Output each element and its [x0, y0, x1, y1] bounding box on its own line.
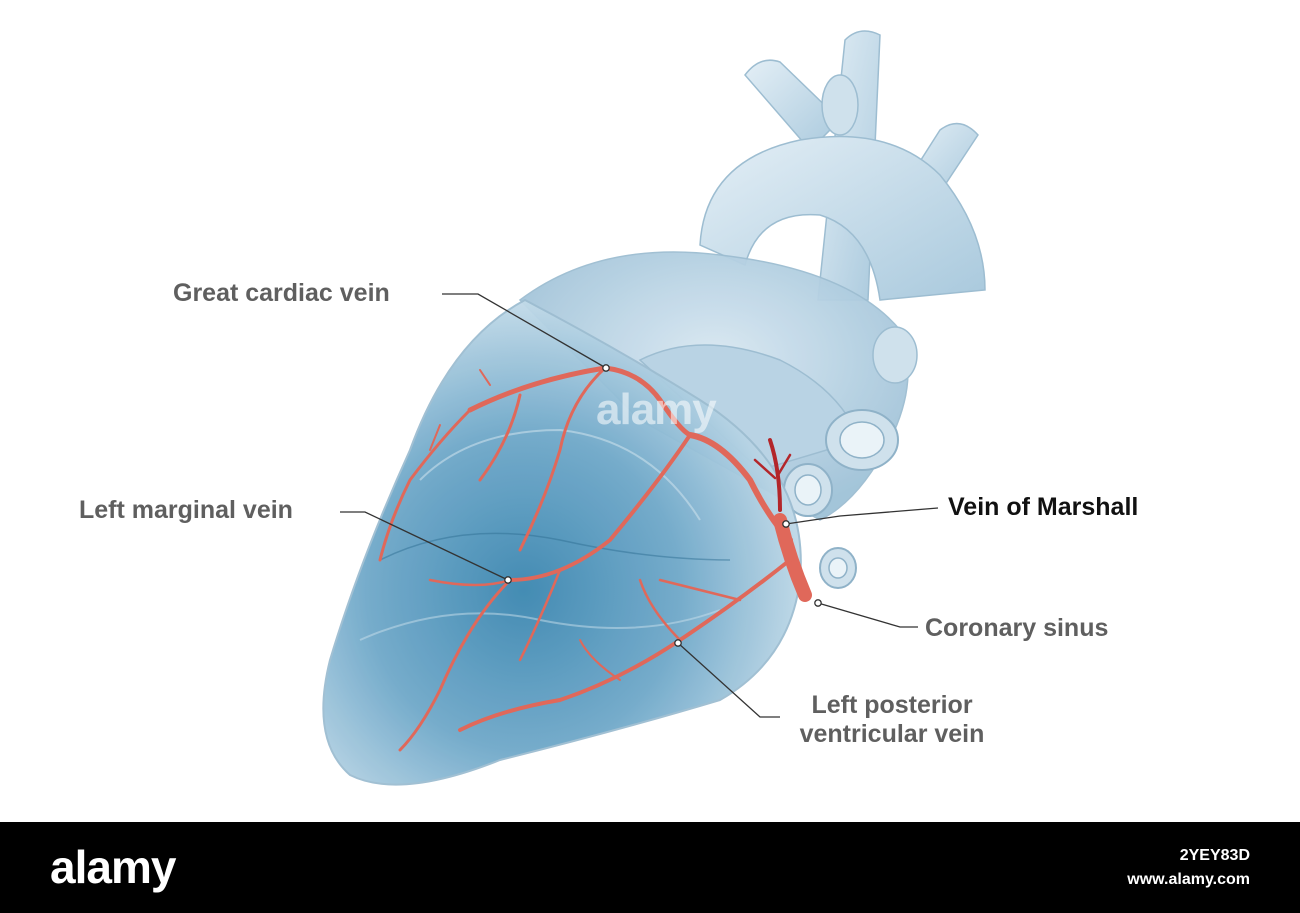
ventricles [322, 298, 802, 786]
leader-dots [504, 364, 822, 647]
cardiac-veins [378, 365, 812, 752]
label-coronary-sinus: Coronary sinus [925, 614, 1109, 642]
heart-illustration [322, 30, 986, 786]
atria [518, 251, 918, 589]
site-url: www.alamy.com [1127, 871, 1250, 888]
label-left-posterior-line1: Left posterior [811, 691, 973, 719]
footer-image-info: 2YEY83D www.alamy.com [1127, 844, 1250, 892]
leader-vein-of-marshall [785, 507, 939, 525]
leader-left-marginal-vein [340, 511, 509, 581]
diagram-stage: alamy Great cardiac vein Left marginal v… [79, 30, 1139, 786]
left-marginal-vein-path [398, 578, 512, 752]
watermark-text: alamy [596, 385, 717, 434]
leader-great-cardiac-vein [442, 293, 607, 369]
great-vessels [699, 30, 986, 301]
label-vein-of-marshall: Vein of Marshall [948, 493, 1139, 521]
label-left-posterior-ventricular-vein: Left posterior ventricular vein [780, 691, 1004, 749]
label-left-posterior-line2: ventricular vein [799, 720, 985, 748]
image-id: 2YEY83D [1179, 847, 1250, 864]
footer-bar: alamy 2YEY83D www.alamy.com [0, 822, 1300, 913]
label-great-cardiac-vein: Great cardiac vein [173, 279, 390, 307]
alamy-logo: alamy [50, 841, 176, 893]
leader-left-posterior-ventricular-vein [677, 642, 780, 718]
great-cardiac-vein-path [467, 365, 693, 438]
leader-coronary-sinus [817, 602, 918, 628]
leader-lines [340, 293, 939, 718]
label-left-marginal-vein: Left marginal vein [79, 496, 293, 524]
